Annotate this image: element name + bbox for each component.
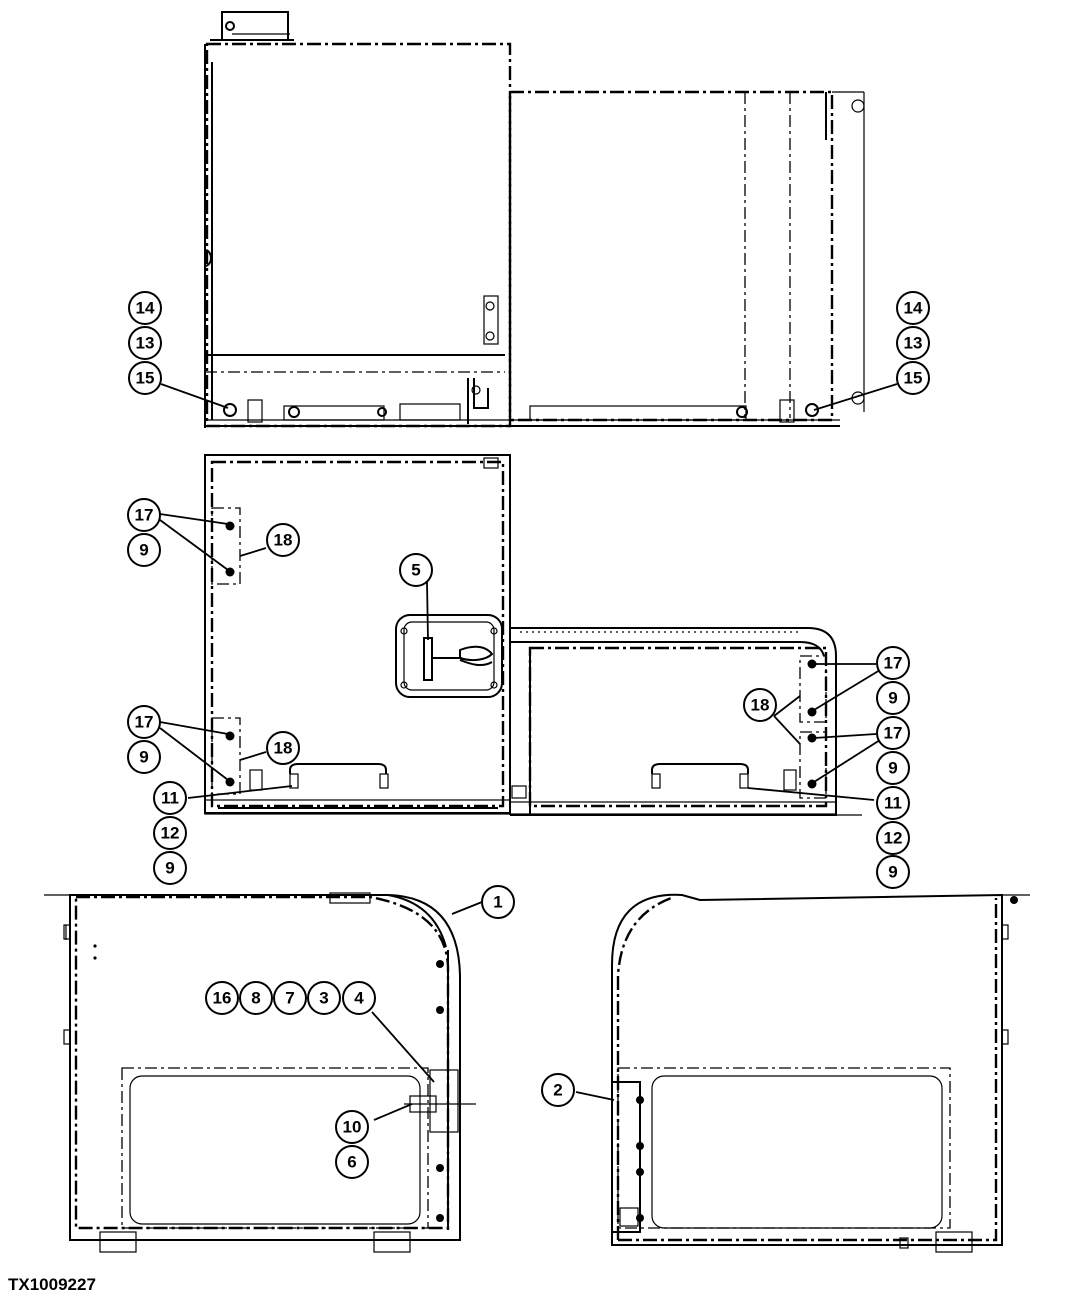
callout-15-left: 15 [128, 361, 162, 395]
callout-label: 11 [884, 794, 902, 813]
callout-label: 9 [139, 541, 148, 560]
bottom-left-view [44, 892, 476, 1253]
top-view [204, 11, 865, 428]
callout-label: 9 [888, 863, 897, 882]
callout-label: 5 [411, 561, 420, 580]
figure-id-label: TX1009227 [8, 1275, 96, 1294]
callout-9-upper-left: 9 [127, 533, 161, 567]
callout-18-upper-left: 18 [266, 523, 300, 557]
callout-label: 14 [136, 299, 155, 318]
callout-label: 10 [343, 1118, 362, 1137]
callout-label: 15 [904, 369, 923, 388]
callout-13-right: 13 [896, 326, 930, 360]
callout-14-left: 14 [128, 291, 162, 325]
callout-8: 8 [239, 981, 273, 1015]
bottom-right-view [611, 893, 1030, 1253]
callout-label: 18 [274, 739, 293, 758]
callout-label: 14 [904, 299, 923, 318]
leader-lines [159, 383, 898, 1121]
callout-7: 7 [273, 981, 307, 1015]
callout-label: 12 [884, 829, 903, 848]
callout-10: 10 [335, 1110, 369, 1144]
callout-label: 2 [553, 1081, 562, 1100]
callout-18-lower-left: 18 [266, 731, 300, 765]
callout-3: 3 [307, 981, 341, 1015]
callout-label: 9 [165, 859, 174, 878]
callout-12-right: 12 [876, 821, 910, 855]
callout-label: 12 [161, 824, 180, 843]
callout-9-lower-left: 9 [127, 740, 161, 774]
callout-17-lower-right: 17 [876, 716, 910, 750]
callout-11-right: 11 [876, 786, 910, 820]
callout-label: 16 [213, 989, 232, 1008]
callout-label: 18 [751, 696, 770, 715]
callout-16: 16 [205, 981, 239, 1015]
callout-label: 4 [354, 989, 364, 1008]
callout-label: 11 [161, 789, 179, 808]
middle-view [204, 454, 862, 816]
callout-label: 17 [135, 713, 154, 732]
callout-label: 9 [888, 759, 897, 778]
callout-4: 4 [342, 981, 376, 1015]
callout-5: 5 [399, 553, 433, 587]
callout-label: 9 [888, 689, 897, 708]
callout-label: 9 [139, 748, 148, 767]
callout-label: 1 [493, 893, 502, 912]
callout-9-lower-right: 9 [876, 751, 910, 785]
callout-label: 17 [135, 506, 154, 525]
callout-13-left: 13 [128, 326, 162, 360]
callout-11-left: 11 [153, 781, 187, 815]
callout-label: 13 [136, 334, 155, 353]
callout-label: 18 [274, 531, 293, 550]
callout-17-upper-left: 17 [127, 498, 161, 532]
callout-label: 8 [251, 989, 260, 1008]
callout-17-lower-left: 17 [127, 705, 161, 739]
callout-12-left: 12 [153, 816, 187, 850]
callout-14-right: 14 [896, 291, 930, 325]
callout-2: 2 [541, 1073, 575, 1107]
callout-label: 17 [884, 654, 903, 673]
callout-9-bottom-left: 9 [153, 851, 187, 885]
callout-6: 6 [335, 1145, 369, 1179]
callout-label: 7 [285, 989, 294, 1008]
callout-17-upper-right: 17 [876, 646, 910, 680]
callout-1: 1 [481, 885, 515, 919]
callout-9-bottom-right: 9 [876, 855, 910, 889]
callout-label: 13 [904, 334, 923, 353]
callout-label: 15 [136, 369, 155, 388]
callout-label: 3 [319, 989, 328, 1008]
callout-label: 6 [347, 1153, 356, 1172]
callout-9-upper-right: 9 [876, 681, 910, 715]
callout-15-right: 15 [896, 361, 930, 395]
callout-18-right: 18 [743, 688, 777, 722]
callout-label: 17 [884, 724, 903, 743]
